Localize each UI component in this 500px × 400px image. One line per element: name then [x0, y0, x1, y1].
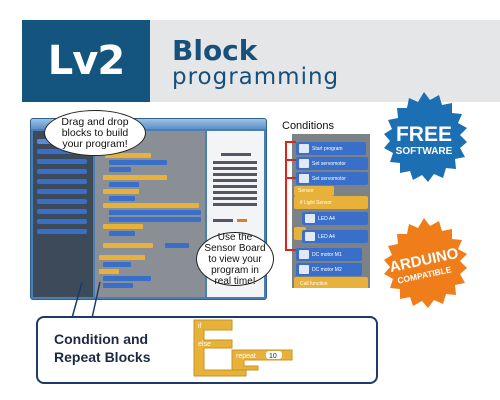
workspace-block [109, 217, 201, 222]
arduino-compatible-badge: ARDUINO COMPATIBLE [376, 218, 472, 314]
workspace-block [103, 283, 133, 288]
callout-title-line1: Condition and [54, 331, 149, 347]
if-condition-block: if Light Sensor [294, 196, 368, 209]
led-block: LED A4 [302, 230, 368, 243]
badge-burst-shape [384, 218, 467, 308]
workspace-block [103, 175, 167, 180]
workspace-block [105, 153, 151, 158]
conditions-label: Conditions [282, 120, 334, 132]
sensor-board-text: Use the Sensor Board to view your progra… [204, 231, 266, 287]
conditions-screenshot: Start program Set servomotor Set servomo… [292, 134, 370, 288]
palette-block [37, 149, 87, 154]
workspace-block [103, 224, 143, 229]
palette-block [37, 209, 87, 214]
workspace-block [103, 262, 131, 267]
page-subtitle: programming [172, 64, 340, 90]
palette-block [37, 219, 87, 224]
workspace-block [109, 210, 201, 215]
led-block: LED A4 [302, 212, 368, 225]
condition-block: Set servomotor [296, 172, 368, 185]
repeat-count-value: 10 [269, 353, 277, 360]
palette-block [37, 189, 87, 194]
sensor-row [213, 161, 257, 164]
sensor-row [213, 185, 257, 188]
repeat-block-label: repeat [236, 353, 256, 360]
dc-motor-block: DC motor M2 [296, 263, 362, 276]
app-block-palette [33, 131, 93, 297]
palette-block [37, 229, 87, 234]
call-function-block: Call function [294, 277, 368, 288]
workspace-block [109, 167, 131, 172]
workspace-block [103, 276, 151, 281]
if-block-label: if [198, 323, 202, 330]
callout-pointer [71, 281, 101, 319]
level-label: Lv2 [47, 38, 125, 84]
workspace-block [99, 269, 119, 274]
app-titlebar [31, 119, 266, 129]
sensor-row [213, 167, 257, 170]
palette-block [37, 159, 87, 164]
dc-motor-block: DC motor M1 [296, 248, 362, 261]
app-workspace [95, 131, 205, 297]
sensor-row [213, 191, 257, 194]
drag-drop-text: Drag and drop blocks to build your progr… [61, 115, 129, 150]
palette-block [37, 179, 87, 184]
conditions-bracket [285, 141, 296, 251]
palette-block [37, 169, 87, 174]
sensor-row [213, 219, 233, 222]
workspace-block [165, 243, 189, 248]
callout-title: Condition and Repeat Blocks [54, 330, 150, 366]
workspace-block [109, 196, 135, 201]
palette-block [37, 199, 87, 204]
condition-block: Start program [296, 142, 366, 155]
callout-title-line2: Repeat Blocks [54, 349, 151, 365]
sensor-row [213, 173, 257, 176]
sensor-row [213, 179, 257, 182]
workspace-block [109, 160, 167, 165]
level-badge: Lv2 [22, 20, 150, 102]
sensor-block: Sensor [294, 186, 334, 196]
repeat-count-field [266, 351, 282, 359]
workspace-block [103, 243, 153, 248]
condition-block: Set servomotor [296, 157, 368, 170]
software-label: SOFTWARE [395, 145, 453, 157]
workspace-block [103, 203, 199, 208]
free-software-badge: FREE SOFTWARE [376, 92, 472, 188]
sensor-panel-heading [221, 153, 251, 156]
sensor-row [213, 197, 257, 200]
else-block-label: else [198, 341, 211, 348]
free-label: FREE [395, 122, 452, 146]
workspace-block [99, 255, 145, 260]
app-screenshot [30, 118, 267, 300]
sensor-indicator [237, 219, 247, 222]
page-title: Block [172, 34, 258, 67]
sensor-speech-bubble: Use the Sensor Board to view your progra… [196, 231, 274, 287]
workspace-block [109, 231, 135, 236]
if-else-repeat-blocks: if else repeat 10 [193, 319, 293, 377]
badge-burst-shape [384, 92, 467, 182]
workspace-block [103, 189, 139, 194]
sensor-row [213, 203, 257, 206]
drag-drop-speech-bubble: Drag and drop blocks to build your progr… [44, 110, 146, 156]
workspace-block [109, 182, 139, 187]
